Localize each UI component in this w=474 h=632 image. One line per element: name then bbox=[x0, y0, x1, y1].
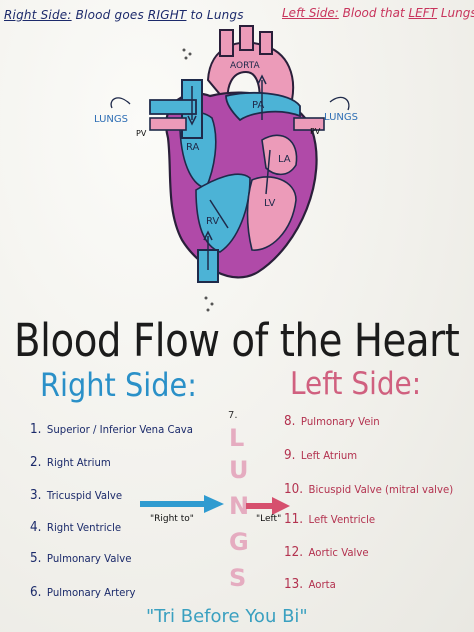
list-item: 4. Right Ventricle bbox=[30, 520, 121, 535]
list-item: 9. Left Atrium bbox=[284, 448, 357, 463]
right-ventricle bbox=[195, 173, 251, 253]
left-label: "Left" bbox=[256, 514, 282, 524]
list-item: 8. Pulmonary Vein bbox=[284, 414, 380, 429]
item-number: 5. bbox=[30, 551, 42, 566]
header-right-side-note: Right Side: Blood goes RIGHT to Lungs bbox=[4, 8, 244, 22]
flow-arrow-icon bbox=[209, 199, 229, 229]
heart-diagram: AORTA PA RA RV LA LV LUNGS LUNGS PV PV bbox=[94, 25, 358, 312]
item-number: 8. bbox=[284, 414, 296, 429]
label-rv: RV bbox=[206, 216, 219, 227]
flow-arrow-icon bbox=[187, 115, 197, 126]
label-lungs-right: LUNGS bbox=[324, 112, 358, 123]
aorta-branch bbox=[259, 31, 273, 55]
label-pv-right: PV bbox=[310, 127, 321, 136]
pulmonary-vein-right bbox=[293, 117, 325, 131]
item-number: 11. bbox=[284, 512, 304, 527]
left-arrow-icon bbox=[246, 497, 290, 515]
right-side-heading: Right Side: bbox=[40, 366, 197, 404]
dot-icon bbox=[184, 56, 188, 60]
aorta-branch bbox=[239, 25, 254, 51]
label-pa: PA bbox=[252, 100, 264, 111]
page-title: Blood Flow of the Heart bbox=[14, 314, 460, 367]
label-ra: RA bbox=[186, 142, 200, 153]
flow-arrow-icon bbox=[265, 149, 271, 195]
lungs-letter: G bbox=[229, 528, 249, 556]
flow-arrow-icon bbox=[257, 74, 267, 85]
lungs-letter: L bbox=[229, 424, 245, 452]
header-text: Blood that bbox=[338, 6, 409, 20]
header-right-side-label: Right Side: bbox=[4, 8, 72, 22]
item-number: 9. bbox=[284, 448, 296, 463]
left-side-heading: Left Side: bbox=[290, 366, 422, 402]
right-to-label: "Right to" bbox=[150, 514, 194, 524]
dot-icon bbox=[188, 52, 192, 56]
header-emphasis: RIGHT bbox=[147, 8, 187, 22]
item-text: Aorta bbox=[308, 578, 336, 591]
list-item: 11. Left Ventricle bbox=[284, 512, 375, 527]
list-item: 2. Right Atrium bbox=[30, 455, 111, 470]
lungs-loop-icon bbox=[329, 96, 350, 111]
arrow-head bbox=[272, 497, 290, 515]
header-text: Lungs bbox=[437, 6, 474, 20]
header-emphasis: LEFT bbox=[408, 6, 438, 20]
item-text: Left Ventricle bbox=[308, 513, 376, 526]
label-aorta: AORTA bbox=[230, 61, 260, 71]
header-left-side-note: Left Side: Blood that LEFT Lungs bbox=[282, 6, 474, 20]
dot-icon bbox=[206, 308, 210, 312]
item-text: Right Ventricle bbox=[46, 521, 122, 534]
item-text: Superior / Inferior Vena Cava bbox=[46, 423, 193, 436]
list-item: 3. Tricuspid Valve bbox=[30, 488, 122, 503]
item-text: Tricuspid Valve bbox=[46, 489, 123, 502]
list-item: 10. Bicuspid Valve (mitral valve) bbox=[284, 482, 453, 497]
pulmonary-vein-left bbox=[149, 117, 187, 131]
list-item: 5. Pulmonary Valve bbox=[30, 551, 131, 566]
item-text: Pulmonary Vein bbox=[300, 415, 380, 428]
list-item: 13. Aorta bbox=[284, 577, 336, 592]
lungs-loop-icon bbox=[110, 97, 131, 109]
flow-arrow-icon bbox=[203, 230, 213, 241]
header-text: Blood goes bbox=[71, 8, 148, 22]
header-text: to Lungs bbox=[186, 8, 244, 22]
item-number: 4. bbox=[30, 520, 42, 535]
list-item: 6. Pulmonary Artery bbox=[30, 585, 136, 600]
pulmonary-artery-left bbox=[149, 99, 197, 115]
pulmonary-artery bbox=[225, 91, 301, 122]
lungs-letter: S bbox=[229, 564, 247, 592]
lungs-letter: N bbox=[229, 492, 250, 520]
arrow-head bbox=[204, 495, 224, 513]
item-number: 3. bbox=[30, 488, 42, 503]
item-number: 1. bbox=[30, 422, 42, 437]
item-number: 10. bbox=[284, 482, 304, 497]
item-number: 2. bbox=[30, 455, 42, 470]
dot-icon bbox=[210, 302, 214, 306]
item-text: Pulmonary Artery bbox=[46, 586, 136, 599]
label-pv-left: PV bbox=[136, 129, 147, 138]
label-la: LA bbox=[278, 154, 291, 165]
item-text: Pulmonary Valve bbox=[46, 552, 132, 565]
list-item: 12. Aortic Valve bbox=[284, 545, 369, 560]
item-text: Bicuspid Valve (mitral valve) bbox=[308, 483, 454, 496]
item-text: Left Atrium bbox=[300, 449, 358, 462]
arrow-shaft bbox=[140, 501, 206, 507]
item-number: 12. bbox=[284, 545, 304, 560]
step-seven-number: 7. bbox=[228, 410, 238, 421]
header-left-side-label: Left Side: bbox=[282, 6, 339, 20]
item-text: Aortic Valve bbox=[308, 546, 369, 559]
right-arrow-icon bbox=[140, 495, 224, 513]
label-lv: LV bbox=[264, 198, 275, 209]
arrow-shaft bbox=[246, 503, 274, 509]
left-atrium bbox=[261, 134, 298, 176]
dot-icon bbox=[182, 48, 186, 52]
item-number: 13. bbox=[284, 577, 304, 592]
mnemonic-footer: "Tri Before You Bi" bbox=[146, 606, 308, 627]
dot-icon bbox=[204, 296, 208, 300]
item-number: 6. bbox=[30, 585, 42, 600]
list-item: 1. Superior / Inferior Vena Cava bbox=[30, 422, 193, 437]
label-lungs-left: LUNGS bbox=[94, 114, 128, 125]
aorta-branch bbox=[219, 29, 234, 57]
left-ventricle bbox=[246, 176, 297, 251]
lungs-letter: U bbox=[229, 456, 249, 484]
item-text: Right Atrium bbox=[46, 456, 111, 469]
